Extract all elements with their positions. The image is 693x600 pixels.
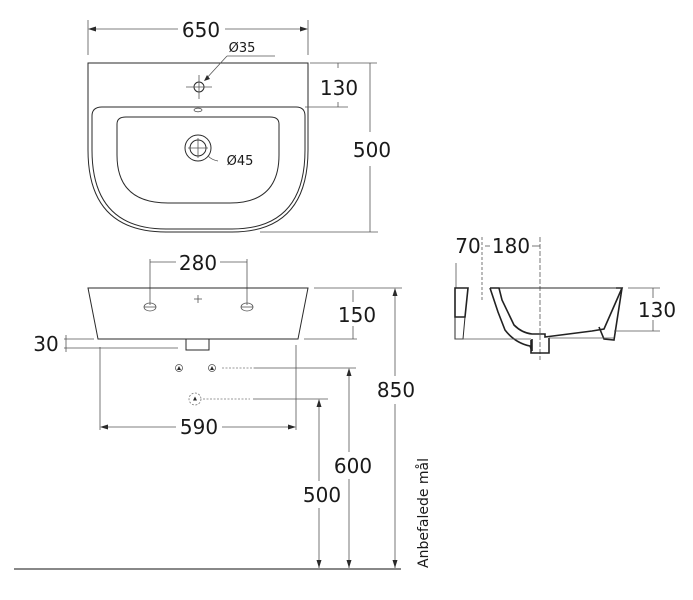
drain: Ø45 <box>184 134 254 169</box>
basin-front <box>87 287 309 340</box>
drain-tail <box>185 338 210 351</box>
basin-profile <box>489 287 624 352</box>
tap-hole: Ø35 <box>186 41 275 99</box>
bowl-depth-label: 130 <box>638 298 676 322</box>
pedestal-width-label: 590 <box>180 415 218 439</box>
basin-rim <box>91 106 306 230</box>
total-height-label: 850 <box>377 378 415 402</box>
basin-outline <box>87 62 309 233</box>
drain-height-label: 500 <box>303 483 341 507</box>
wall-bracket <box>454 287 469 318</box>
recommended-dimensions-label: Anbefalede mål <box>415 458 432 568</box>
bowl-inner <box>116 116 280 204</box>
water-supply-points <box>175 364 356 406</box>
bracket-spacing-label: 280 <box>179 251 217 275</box>
basin-height-dimension: 150 <box>304 287 402 340</box>
front-view: 280 30 150 <box>14 251 432 570</box>
width-dimension: 650 <box>87 18 309 55</box>
overflow-slot <box>193 107 203 113</box>
side-view: 70 180 130 <box>454 234 676 360</box>
supply-icon-left <box>175 364 183 372</box>
rim-thickness-dimension: 30 <box>33 332 178 356</box>
bowl-depth-dimension: 130 <box>614 287 676 332</box>
water-supply-height-label: 600 <box>334 454 372 478</box>
tap-hole-label: Ø35 <box>229 41 256 56</box>
tap-offset-label: 130 <box>320 76 358 100</box>
drain-height-dimension: 500 <box>303 399 341 568</box>
pedestal-width-dimension: 590 <box>99 345 297 439</box>
supply-icon-right <box>208 364 216 372</box>
width-label: 650 <box>182 18 220 42</box>
total-height-dimension: 850 <box>377 288 415 568</box>
depth-label: 500 <box>353 138 391 162</box>
rim-thickness-label: 30 <box>33 332 58 356</box>
wall-offset-label: 70 <box>455 234 480 258</box>
water-supply-height-dimension: 600 <box>334 368 372 568</box>
drain-point-icon <box>188 392 202 406</box>
depth-dimension: 500 <box>260 63 391 233</box>
side-offset-dimensions: 70 180 <box>455 234 541 360</box>
drain-label: Ø45 <box>227 154 254 169</box>
tap-offset-dimension: 130 <box>305 62 377 108</box>
top-view: 650 Ø35 Ø45 <box>87 18 391 233</box>
bracket-spacing-dimension: 280 <box>149 251 248 305</box>
basin-height-label: 150 <box>338 303 376 327</box>
drain-offset-label: 180 <box>492 234 530 258</box>
